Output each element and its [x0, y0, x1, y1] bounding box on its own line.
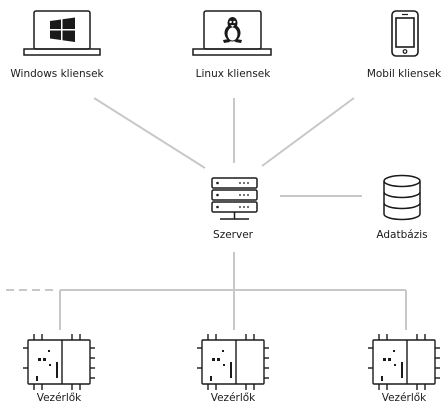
- windows-clients-label: Windows kliensek: [10, 68, 104, 80]
- controllers-label-right: Vezérlők: [381, 392, 427, 404]
- windows-server-line: [93, 97, 206, 169]
- mobile-server-line: [261, 97, 355, 167]
- mobile-clients-label: Mobil kliensek: [366, 68, 442, 80]
- server-label: Szerver: [213, 229, 253, 241]
- database-label: Adatbázis: [376, 229, 428, 241]
- controllers-label-left: Vezérlők: [36, 392, 82, 404]
- linux-clients-label: Linux kliensek: [195, 68, 271, 80]
- controllers-label-center: Vezérlők: [210, 392, 256, 404]
